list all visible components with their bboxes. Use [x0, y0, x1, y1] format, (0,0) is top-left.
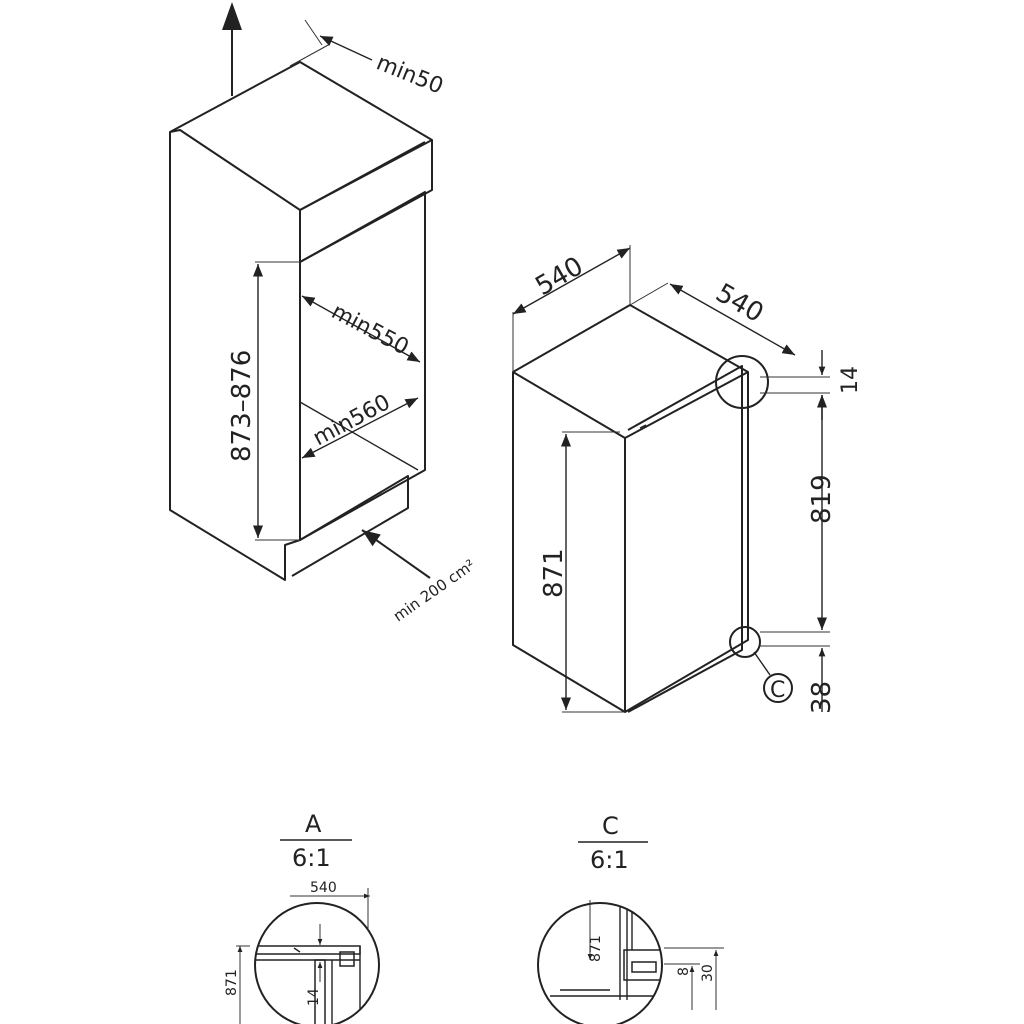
- overall-height-label: 871: [539, 548, 569, 598]
- gap-bottom-label: 38: [807, 681, 837, 714]
- detail-c-scale: 6:1: [590, 846, 629, 874]
- vent-gap-dimline: [319, 35, 373, 61]
- bottom-vent-label: min 200 cm²: [390, 556, 478, 625]
- detail-a-gap-label: 14: [306, 988, 322, 1006]
- niche-depth-dimline: [301, 397, 419, 459]
- bottom-vent-arrow: [361, 529, 431, 579]
- detail-c-marker-circle: [729, 626, 761, 658]
- detail-a-title: A: [305, 810, 322, 838]
- appliance-view: 540 540 C 14 819 38 871: [512, 245, 863, 714]
- appliance-door: [627, 365, 743, 713]
- detail-c: C 6:1 871 8 30: [537, 812, 724, 1024]
- niche-width-label: min550: [327, 299, 412, 360]
- niche-width-dimline: [301, 295, 421, 363]
- detail-a-content: [255, 945, 361, 1024]
- detail-c-clearance-label: 30: [700, 964, 716, 982]
- niche-opening: [299, 191, 426, 541]
- detail-a-height-label: 871: [224, 969, 240, 996]
- detail-a-width-label: 540: [310, 880, 337, 896]
- niche-height-label: 873–876: [227, 350, 257, 462]
- top-width-dimline: [512, 247, 631, 315]
- airflow-up-arrowhead: [222, 2, 242, 30]
- depth-ext-1: [629, 282, 669, 306]
- detail-c-height-label: 871: [588, 935, 604, 962]
- detail-a-circle: [254, 902, 380, 1024]
- gap-top-label: 14: [838, 366, 863, 394]
- detail-c-leader: [753, 651, 771, 676]
- detail-c-content: [550, 903, 662, 1000]
- plinth-edge: [284, 539, 301, 546]
- cabinet-top-panel: [299, 141, 426, 262]
- vent-gap-label: min50: [373, 50, 447, 99]
- cabinet-top-front-edge: [169, 129, 433, 211]
- appliance-outline: [512, 304, 749, 713]
- door-hinge: [639, 424, 647, 429]
- detail-c-label: C: [770, 678, 785, 703]
- top-depth-label: 540: [711, 278, 769, 329]
- door-height-label: 819: [807, 474, 837, 524]
- detail-a-scale: 6:1: [292, 844, 331, 872]
- appliance-front-edges: [512, 371, 749, 712]
- vent-gap-ext-1: [289, 43, 331, 67]
- detail-a: A 6:1 540 871 14: [224, 810, 380, 1024]
- top-width-label: 540: [531, 251, 589, 302]
- detail-c-label-circle: [763, 673, 793, 703]
- detail-c-offset-label: 8: [676, 967, 692, 976]
- top-depth-dimline: [669, 283, 796, 356]
- niche-depth-label: min560: [309, 390, 394, 451]
- detail-c-title: C: [602, 812, 619, 840]
- cabinet-outline: [169, 61, 433, 581]
- niche-cabinet-view: min50 min550 min560 873–876 min 200 cm²: [169, 2, 478, 625]
- detail-c-circle: [537, 902, 663, 1024]
- vent-gap-ext-2: [304, 19, 323, 46]
- detail-a-marker-circle: [715, 355, 769, 409]
- plinth: [291, 475, 409, 577]
